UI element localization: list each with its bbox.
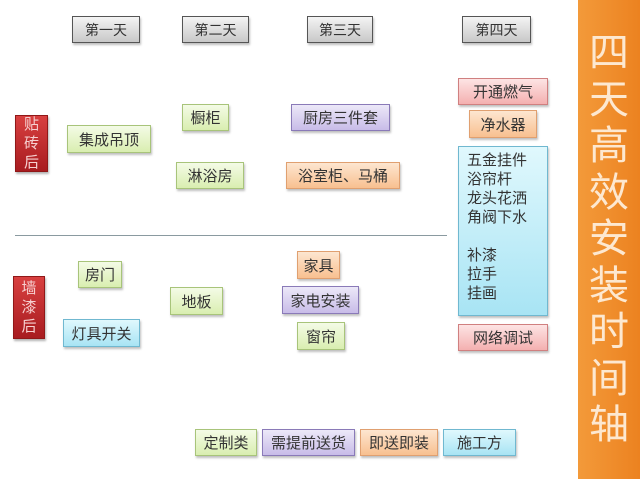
task-network: 网络调试 — [458, 324, 548, 351]
char: 贴 — [23, 115, 39, 133]
day4-task-list: 五金挂件 浴帘杆 龙头花洒 角阀下水 补漆 拉手 挂画 — [458, 146, 548, 316]
char: 砖 — [23, 134, 39, 152]
day-2-header: 第二天 — [182, 16, 249, 43]
list-item: 挂画 — [467, 284, 498, 302]
task-floor: 地板 — [170, 287, 223, 315]
title-char: 装 — [589, 262, 629, 309]
task-bathroom: 浴室柜、马桶 — [286, 162, 400, 189]
task-appliances: 家电安装 — [282, 286, 359, 314]
legend-advance-delivery: 需提前送货 — [262, 429, 355, 456]
title-char: 间 — [589, 355, 629, 402]
task-lights: 灯具开关 — [63, 319, 140, 347]
title-char: 安 — [589, 216, 629, 263]
title-char: 轴 — [589, 402, 629, 449]
legend-instant-install: 即送即装 — [360, 429, 438, 456]
task-curtain: 窗帘 — [297, 322, 345, 350]
list-item: 拉手 — [467, 265, 498, 283]
divider — [15, 235, 447, 236]
title-char: 时 — [589, 309, 629, 356]
title-char: 四 — [589, 30, 629, 77]
list-item: 浴帘杆 — [467, 170, 513, 188]
task-shower: 淋浴房 — [176, 162, 244, 189]
day-1-header: 第一天 — [72, 16, 140, 43]
char: 漆 — [21, 298, 37, 316]
task-door: 房门 — [78, 261, 122, 288]
task-cabinet: 橱柜 — [182, 104, 229, 131]
task-purifier: 净水器 — [469, 110, 537, 138]
list-item: 补漆 — [467, 246, 498, 264]
task-kitchen: 厨房三件套 — [291, 104, 390, 131]
legend-contractor: 施工方 — [443, 429, 516, 456]
char: 墙 — [21, 279, 37, 297]
title-char: 天 — [589, 76, 629, 123]
list-item: 五金挂件 — [467, 151, 528, 169]
task-furniture: 家具 — [297, 251, 340, 279]
task-gas: 开通燃气 — [458, 78, 548, 105]
day-4-header: 第四天 — [462, 16, 531, 43]
title-char: 高 — [589, 123, 629, 170]
title-char: 效 — [589, 169, 629, 216]
day-3-header: 第三天 — [307, 16, 373, 43]
legend-custom: 定制类 — [195, 429, 257, 456]
char: 后 — [23, 153, 39, 171]
after-tiling-label: 贴砖后 — [15, 115, 48, 172]
after-painting-label: 墙漆后 — [13, 276, 45, 339]
title-panel: 四 天 高 效 安 装 时 间 轴 — [578, 0, 640, 479]
task-ceiling: 集成吊顶 — [67, 125, 151, 153]
list-item: 角阀下水 — [467, 208, 528, 226]
char: 后 — [21, 317, 37, 335]
list-item: 龙头花洒 — [467, 189, 528, 207]
